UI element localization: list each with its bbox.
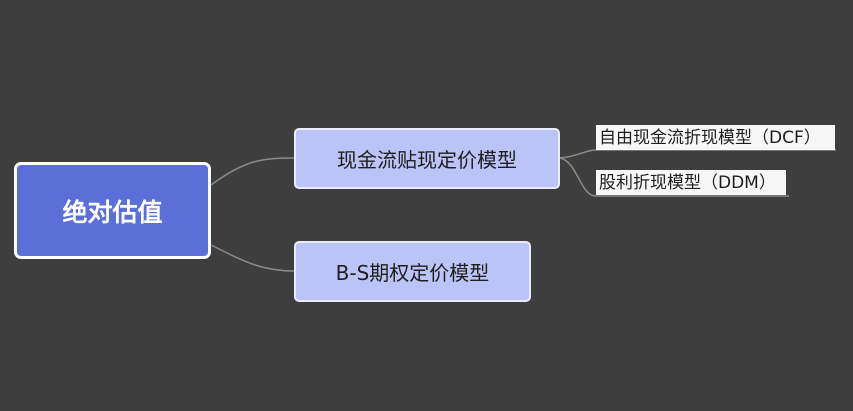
branch-node-label: B-S期权定价模型 bbox=[335, 261, 490, 285]
connector-branch-to-dcf-leaf bbox=[559, 149, 836, 159]
leaf-node-ddm[interactable]: 股利折现模型（DDM） bbox=[596, 170, 786, 195]
branch-node-label: 现金流贴现定价模型 bbox=[337, 148, 517, 172]
connector-branch-to-ddm-leaf bbox=[559, 157, 789, 197]
leaf-node-label: 股利折现模型（DDM） bbox=[599, 173, 776, 193]
branch-node-bs-option-pricing[interactable]: B-S期权定价模型 bbox=[294, 241, 531, 302]
root-node[interactable]: 绝对估值 bbox=[14, 162, 211, 259]
connector-root-to-dcf-branch bbox=[210, 157, 295, 186]
root-node-label: 绝对估值 bbox=[62, 197, 163, 227]
branch-node-dcf-pricing[interactable]: 现金流贴现定价模型 bbox=[294, 128, 560, 189]
leaf-node-label: 自由现金流折现模型（DCF） bbox=[599, 128, 821, 148]
leaf-node-dcf[interactable]: 自由现金流折现模型（DCF） bbox=[596, 125, 835, 150]
connector-root-to-bs-branch bbox=[210, 244, 295, 272]
